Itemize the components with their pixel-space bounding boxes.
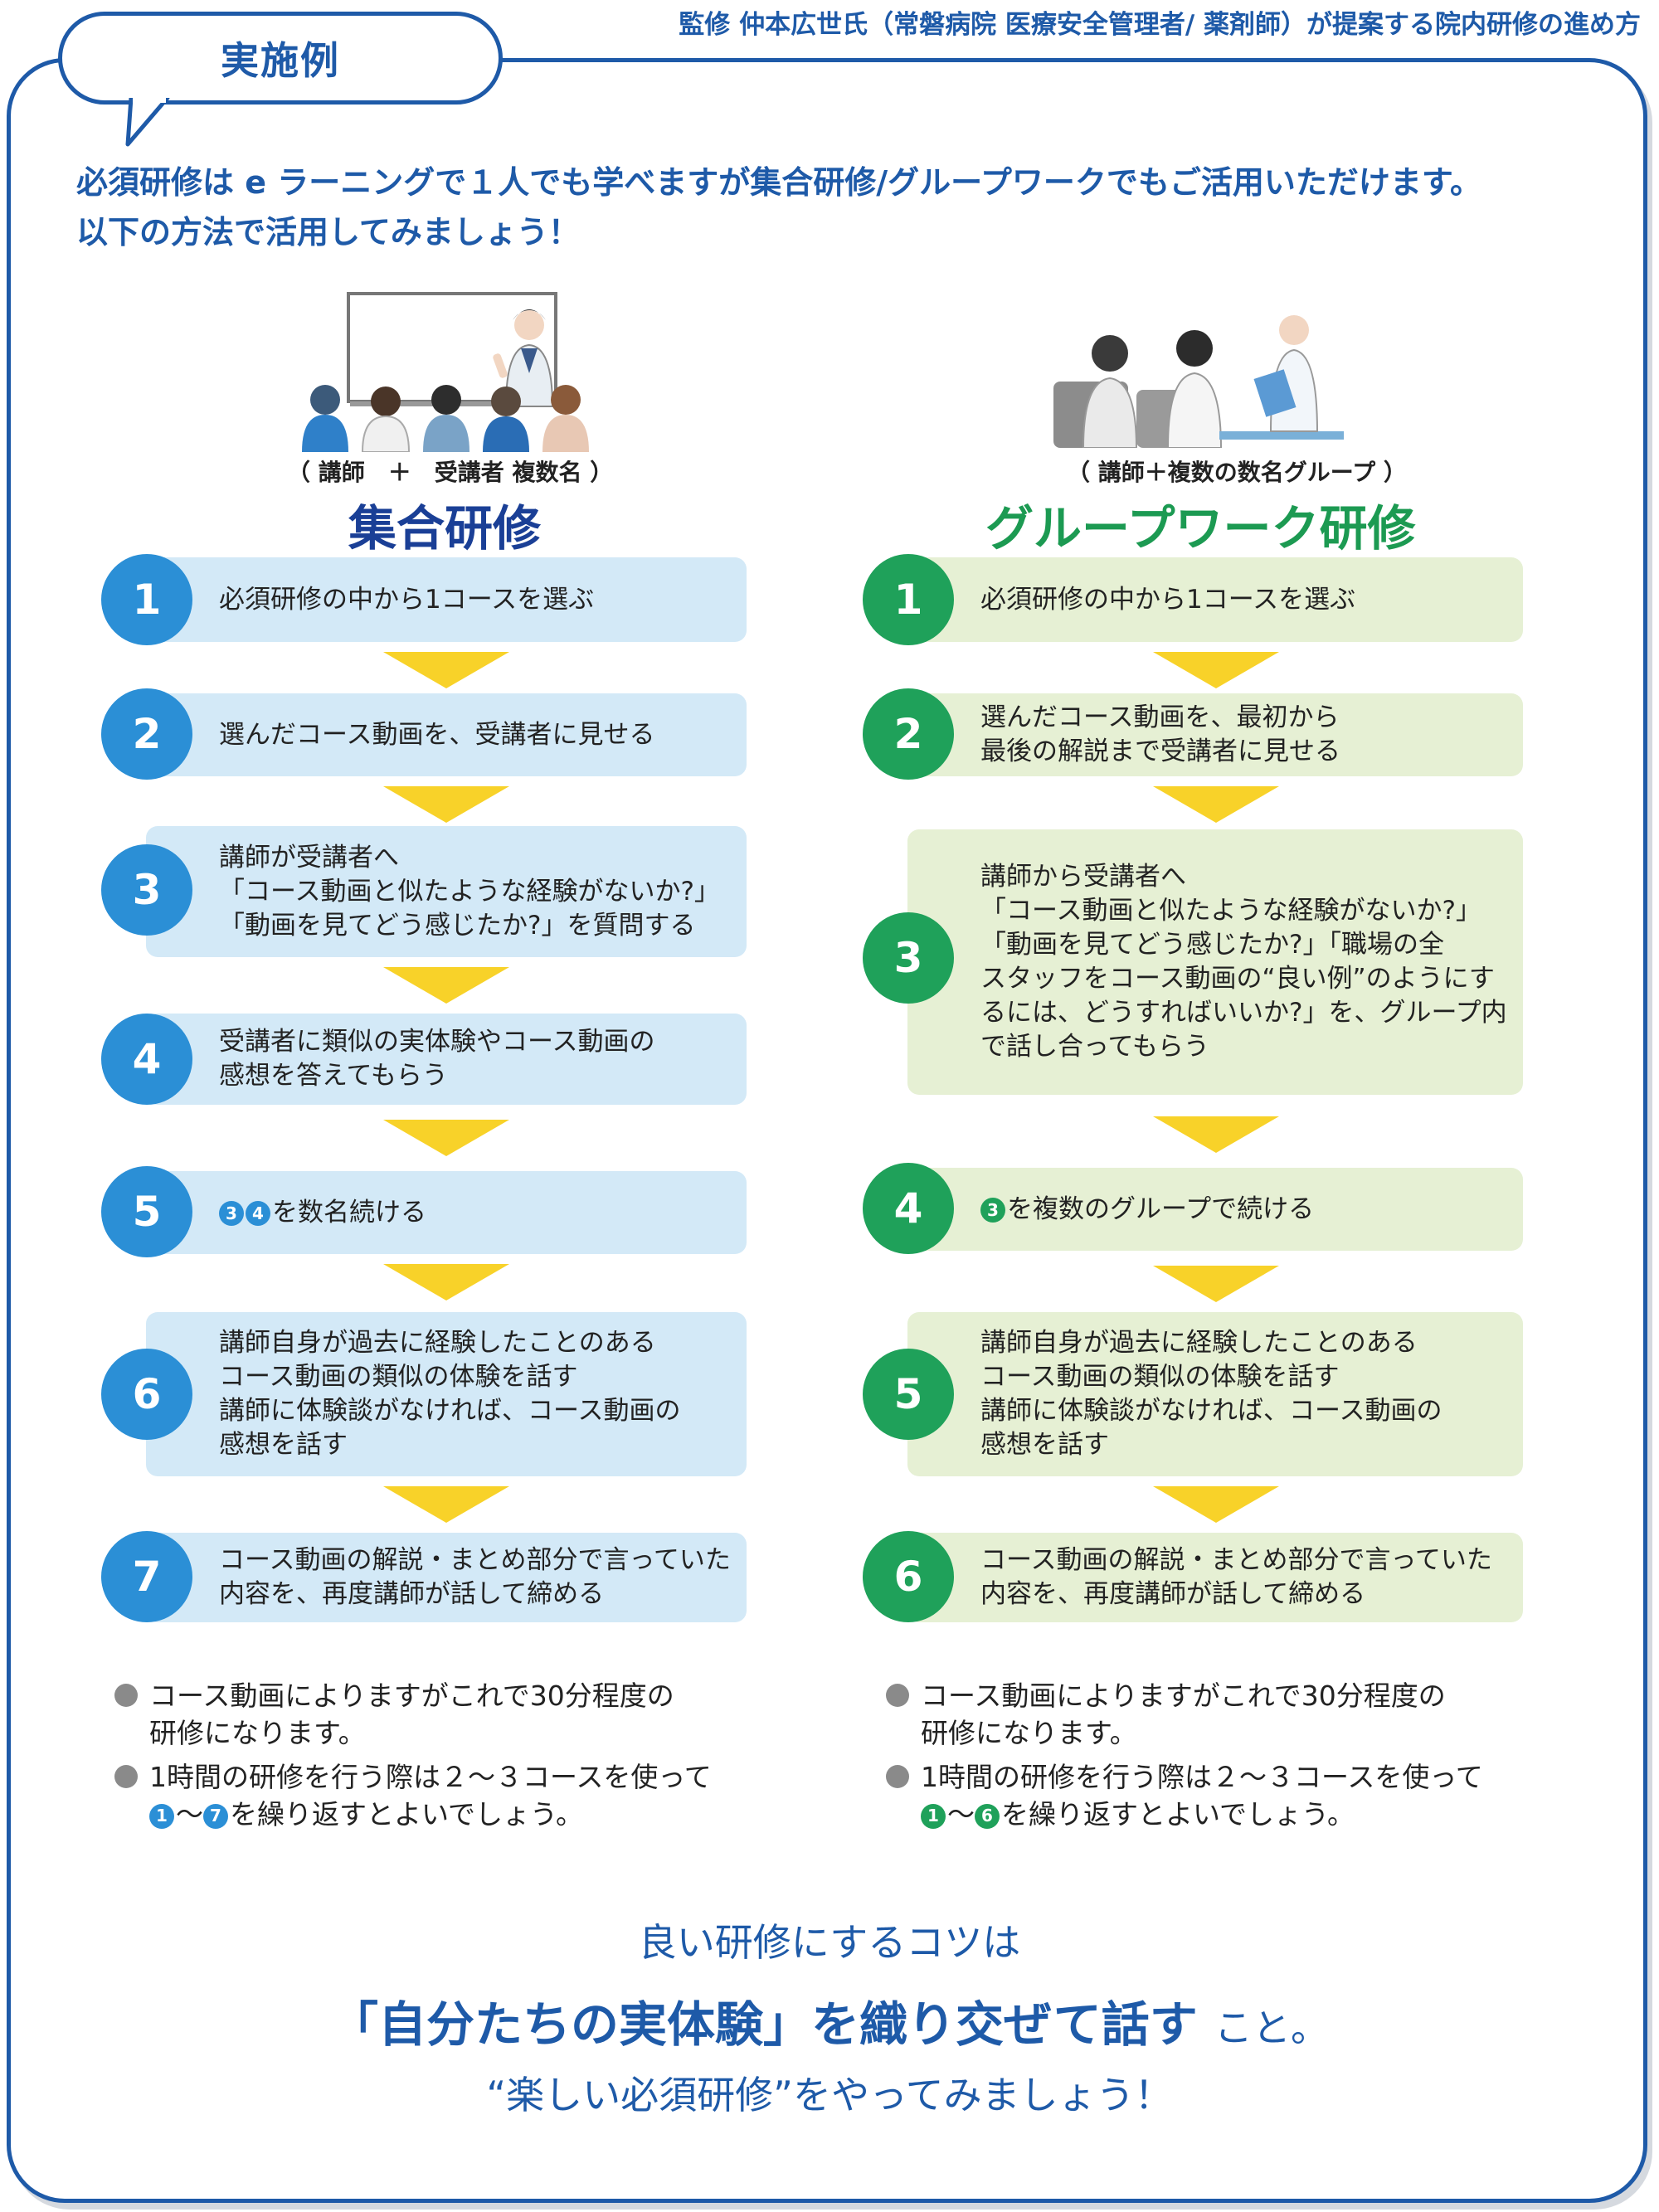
right-note-2-pre: 1時間の研修を行う際は２〜３コースを使って xyxy=(921,1761,1483,1793)
left-step-5-label: を数名続ける xyxy=(272,1197,426,1228)
right-note-1: コース動画によりますがこれで30分程度の 研修になります。 xyxy=(886,1677,1574,1752)
right-step-5: 講師自身が過去に経験したことのある コース動画の類似の体験を話す 講師に体験談が… xyxy=(907,1312,1523,1476)
left-step-4: 受講者に類似の実体験やコース動画の 感想を答えてもらう xyxy=(146,1014,747,1105)
left-arrow-4 xyxy=(383,1120,509,1156)
speech-bubble-badge: 実施例 xyxy=(58,12,503,105)
left-step-1-number: 1 xyxy=(101,554,192,645)
left-step-3-text: 講師が受講者へ 「コース動画と似たような経験がないか?」 「動画を見てどう感じた… xyxy=(219,842,720,941)
tips-line-1: 良い研修にするコツは xyxy=(638,1920,1021,1965)
left-notes: コース動画によりますがこれで30分程度の 研修になります。 1時間の研修を行う際… xyxy=(114,1677,778,1840)
left-step-6-text: 講師自身が過去に経験したことのある コース動画の類似の体験を話す 講師に体験談が… xyxy=(219,1328,681,1460)
right-step-1-number: 1 xyxy=(863,554,954,645)
right-step-1-text: 必須研修の中から1コースを選ぶ xyxy=(980,584,1356,615)
left-participants: （ 講師 ＋ 受講者 複数名 ） xyxy=(287,459,614,486)
left-note-1: コース動画によりますがこれで30分程度の 研修になります。 xyxy=(114,1677,778,1752)
right-note-2-sep: 〜 xyxy=(947,1798,975,1830)
right-step-6-number: 6 xyxy=(863,1531,954,1622)
right-column-title: グループワーク研修 xyxy=(985,500,1416,557)
lecture-illustration xyxy=(302,292,589,452)
left-column-title: 集合研修 xyxy=(348,500,542,557)
tips-line-2: 「自分たちの実体験」を織り交ぜて話す こと。 xyxy=(0,1986,1659,2055)
left-step-2-text: 選んだコース動画を、受講者に見せる xyxy=(219,719,655,750)
left-step-4-text: 受講者に類似の実体験やコース動画の 感想を答えてもらう xyxy=(219,1027,655,1091)
right-step-3-number: 3 xyxy=(863,912,954,1004)
right-step-5-number: 5 xyxy=(863,1349,954,1440)
bullet-icon xyxy=(886,1765,909,1788)
main-frame xyxy=(7,58,1647,2203)
tips-line-2-small: こと。 xyxy=(1214,2005,1329,2050)
right-step-4-label: を複数のグループで続ける xyxy=(1007,1194,1315,1224)
left-step-2-number: 2 xyxy=(101,688,192,780)
left-step-6: 講師自身が過去に経験したことのある コース動画の類似の体験を話す 講師に体験談が… xyxy=(146,1312,747,1476)
right-step-1: 必須研修の中から1コースを選ぶ xyxy=(907,557,1523,642)
left-arrow-1 xyxy=(383,652,509,688)
speech-bubble-tail-icon xyxy=(125,98,170,147)
tips-line-3: “楽しい必須研修”をやってみましょう！ xyxy=(486,2073,1173,2117)
group-work-illustration xyxy=(1053,315,1344,448)
right-arrow-5 xyxy=(1153,1486,1279,1523)
ref-step-1-icon: 1 xyxy=(149,1803,174,1829)
left-step-7-text: コース動画の解説・まとめ部分で言っていた 内容を、再度講師が話して締める xyxy=(219,1545,731,1609)
left-note-2-post: を繰り返すとよいでしょう。 xyxy=(230,1798,584,1830)
right-step-3: 講師から受講者へ 「コース動画と似たような経験がないか?」 「動画を見てどう感じ… xyxy=(907,829,1523,1095)
right-arrow-3 xyxy=(1153,1116,1279,1153)
right-step-5-text: 講師自身が過去に経験したことのある コース動画の類似の体験を話す 講師に体験談が… xyxy=(980,1328,1443,1460)
ref-step-3-icon: 3 xyxy=(219,1201,244,1226)
right-step-2-text: 選んだコース動画を、最初から 最後の解説まで受講者に見せる xyxy=(980,702,1340,766)
left-note-2-sep: 〜 xyxy=(176,1798,203,1830)
bullet-icon xyxy=(886,1684,909,1707)
left-step-1: 必須研修の中から1コースを選ぶ xyxy=(146,557,747,642)
right-note-1-text: コース動画によりますがこれで30分程度の 研修になります。 xyxy=(921,1680,1446,1749)
badge-label: 実施例 xyxy=(221,38,340,83)
ref-step-3-icon: 3 xyxy=(980,1198,1005,1223)
left-note-1-text: コース動画によりますがこれで30分程度の 研修になります。 xyxy=(149,1680,674,1749)
left-step-2: 選んだコース動画を、受講者に見せる xyxy=(146,693,747,776)
ref-step-4-icon: 4 xyxy=(246,1201,270,1226)
left-step-4-number: 4 xyxy=(101,1014,192,1105)
bullet-icon xyxy=(114,1684,138,1707)
intro-text: 必須研修は e ラーニングで１人でも学べますが集合研修/グループワークでもご活用… xyxy=(76,158,1619,257)
intro-line-2: 以下の方法で活用してみましょう！ xyxy=(76,214,580,250)
left-arrow-5 xyxy=(383,1264,509,1300)
right-arrow-1 xyxy=(1153,652,1279,688)
left-step-3-number: 3 xyxy=(101,844,192,936)
right-step-6: コース動画の解説・まとめ部分で言っていた 内容を、再度講師が話して締める xyxy=(907,1533,1523,1622)
right-step-6-text: コース動画の解説・まとめ部分で言っていた 内容を、再度講師が話して締める xyxy=(980,1545,1492,1609)
ref-step-6-icon: 6 xyxy=(975,1803,1000,1829)
right-step-3-text: 講師から受講者へ 「コース動画と似たような経験がないか?」 「動画を見てどう感じ… xyxy=(980,862,1507,1062)
intro-line-1: 必須研修は e ラーニングで１人でも学べますが集合研修/グループワークでもご活用… xyxy=(76,164,1482,201)
tips-line-2-bold: 「自分たちの実体験」を織り交ぜて話す xyxy=(330,1996,1198,2053)
left-step-5-number: 5 xyxy=(101,1166,192,1257)
right-step-4-number: 4 xyxy=(863,1163,954,1254)
left-note-2-pre: 1時間の研修を行う際は２〜３コースを使って xyxy=(149,1761,712,1793)
left-arrow-2 xyxy=(383,786,509,823)
right-notes: コース動画によりますがこれで30分程度の 研修になります。 1時間の研修を行う際… xyxy=(886,1677,1574,1840)
right-arrow-2 xyxy=(1153,786,1279,823)
left-step-7-number: 7 xyxy=(101,1531,192,1622)
left-step-1-text: 必須研修の中から1コースを選ぶ xyxy=(219,584,595,615)
right-step-2: 選んだコース動画を、最初から 最後の解説まで受講者に見せる xyxy=(907,693,1523,776)
ref-step-7-icon: 7 xyxy=(203,1803,228,1829)
right-participants: （ 講師＋複数の数名グループ ） xyxy=(1067,459,1407,486)
right-step-2-number: 2 xyxy=(863,688,954,780)
left-arrow-6 xyxy=(383,1486,509,1523)
left-step-7: コース動画の解説・まとめ部分で言っていた 内容を、再度講師が話して締める xyxy=(146,1533,747,1622)
bullet-icon xyxy=(114,1765,138,1788)
left-arrow-3 xyxy=(383,967,509,1004)
right-note-2-post: を繰り返すとよいでしょう。 xyxy=(1001,1798,1355,1830)
left-step-3: 講師が受講者へ 「コース動画と似たような経験がないか?」 「動画を見てどう感じた… xyxy=(146,826,747,957)
left-step-6-number: 6 xyxy=(101,1349,192,1440)
supervisor-caption: 監修 仲本広世氏（常磐病院 医療安全管理者/ 薬剤師）が提案する院内研修の進め方 xyxy=(672,3,1647,41)
ref-step-1-icon: 1 xyxy=(921,1803,946,1829)
right-arrow-4 xyxy=(1153,1266,1279,1302)
